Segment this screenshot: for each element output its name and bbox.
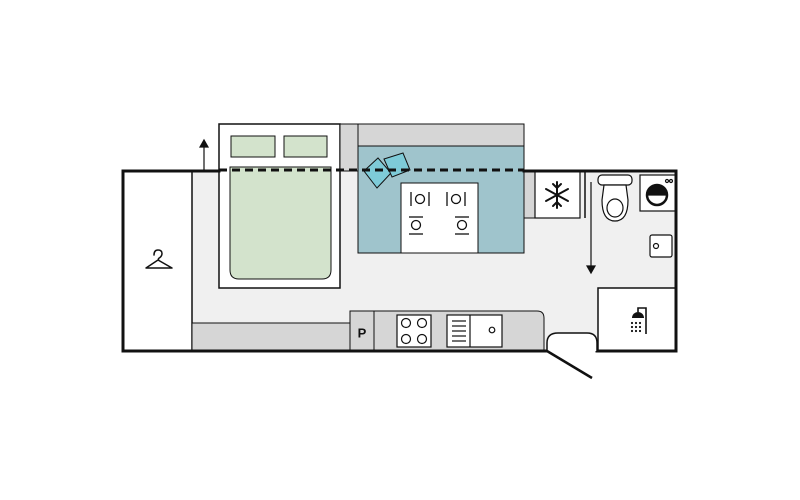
pillow-icon [283, 135, 328, 158]
arrow-up-icon [198, 138, 210, 171]
toilet-icon [597, 174, 633, 222]
basin-icon [649, 234, 673, 258]
pantry-label: P [358, 325, 367, 340]
outer-wall [121, 169, 678, 353]
shower-icon [630, 307, 647, 334]
sink-icon [446, 314, 503, 348]
cooktop-icon [396, 314, 432, 348]
snowflake-icon [545, 181, 569, 209]
pillow-icon [230, 135, 276, 158]
arrow-down-icon [585, 182, 597, 275]
dinette-table [400, 182, 479, 254]
table-setting-icon [409, 192, 469, 235]
hanger-icon [145, 249, 173, 269]
overhead-cabinet [357, 123, 525, 147]
bedside-cabinet [339, 123, 359, 172]
kitchen-bench [191, 322, 351, 352]
washing-machine-icon [639, 174, 677, 212]
double-bed-mattress [229, 166, 332, 280]
shower-cubicle [597, 287, 677, 352]
door-swing-icon [546, 332, 598, 380]
fridge-cabinet [523, 170, 536, 219]
